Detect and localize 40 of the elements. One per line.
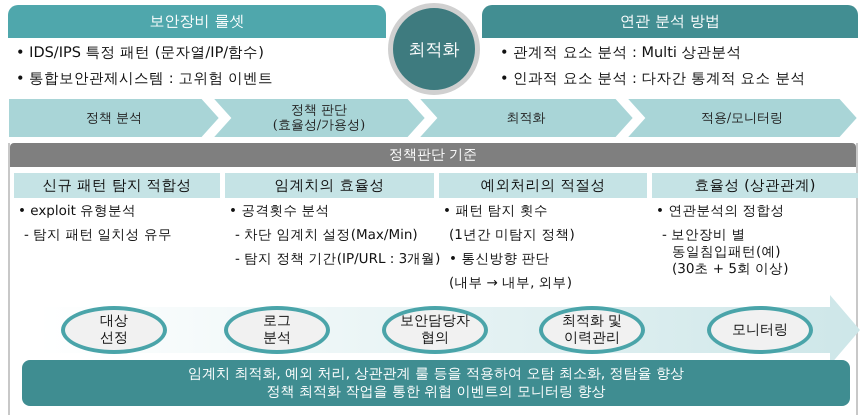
bullet-text: • 통합보안관제시스템 : 고위험 이벤트 [16,70,273,88]
column-title: 임계치의 효율성 [274,177,384,195]
step-label: 최적화 및 이력관리 [560,313,624,347]
chevron-step [212,98,426,138]
bullet-text: • 연관분석의 정합성 [656,203,785,220]
step-label: 정책 판단 (효율성/가용성) [272,103,366,133]
bullet-text: • 통신방향 판단 [449,251,550,268]
summary-bar [22,360,850,406]
step-label: 보안담당자 협의 [399,313,471,347]
bullet-text: • 공격횟수 분석 [229,203,330,220]
bullet-text: - 차단 임계치 설정(Max/Min) [235,227,418,244]
bullet-text: (1년간 미탐지 정책) [449,227,575,244]
summary-text: 임계치 최적화, 예외 처리, 상관관계 룰 등을 적용하여 오탐 최소화, 정탐율 향상 [188,365,684,383]
bullet-text: • 패턴 탐지 횟수 [443,203,548,220]
column-title: 효율성 (상관관계) [694,177,816,195]
bullet-text: • IDS/IPS 특정 패턴 (문자열/IP/함수) [16,44,264,62]
chevron-step [418,98,634,138]
column-title: 예외처리의 적절성 [480,177,606,195]
panel-title: 정책판단 기준 [388,146,478,164]
bullet-text: • exploit 유형분석 [18,203,136,220]
bullet-text: • 인과적 요소 분석 : 다자간 통계적 요소 분석 [500,70,806,88]
panel-title: 보안장비 룰셋 [150,12,244,31]
step-label: 최적화 [506,110,546,126]
bullet-text: - 보안장비 별 동일침입패턴(예) (30초 + 5회 이상) [662,227,790,278]
step-label: 대상 선정 [99,313,129,347]
bullet-text: • 관계적 요소 분석 : Multi 상관분석 [500,44,742,62]
criteria-panel [8,143,858,415]
bullet-text: - 탐지 패턴 일치성 유무 [24,227,172,244]
chevron-step [8,98,220,138]
step-label: 적용/모니터링 [700,110,784,126]
badge-label: 최적화 [408,38,460,60]
summary-text: 정책 최적화 작업을 통한 위협 이벤트의 모니터링 향상 [266,383,606,401]
panel-title: 연관 분석 방법 [620,12,720,31]
bullet-text: - 탐지 정책 기간(IP/URL : 3개월) [235,251,440,268]
bullet-text: (내부 → 내부, 외부) [449,275,572,292]
column-title: 신규 패턴 탐지 적합성 [42,177,192,195]
chevron-step [626,98,858,138]
step-label: 로그 분석 [262,313,292,347]
step-label: 모니터링 [731,322,789,338]
step-label: 정책 분석 [86,110,142,126]
